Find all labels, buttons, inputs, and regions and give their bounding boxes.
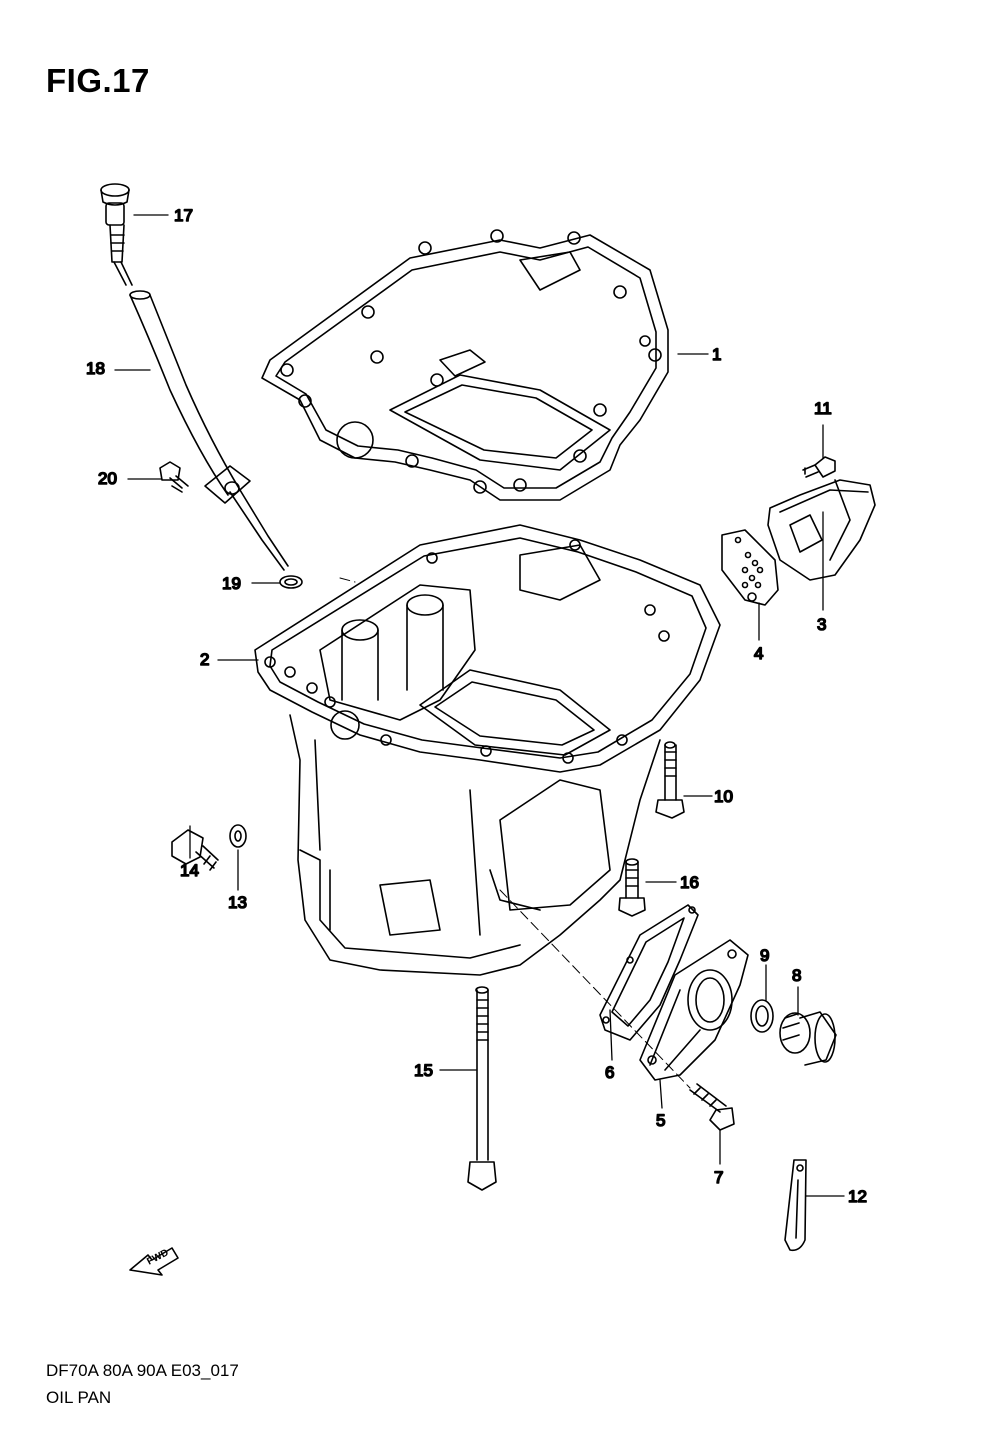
callout-13: 13	[228, 893, 247, 912]
diagram-name: OIL PAN	[46, 1388, 112, 1407]
drain-washer-part	[230, 825, 246, 847]
callout-11: 11	[814, 399, 832, 418]
oil-pan-part	[255, 525, 720, 975]
callout-1: 1	[712, 345, 721, 364]
callout-20: 20	[98, 469, 117, 488]
dipstick-tube-part	[130, 291, 288, 570]
callout-6: 6	[605, 1063, 614, 1082]
o-ring-part	[280, 576, 302, 588]
callout-17: 17	[174, 206, 193, 225]
callout-labels: 17 18 20 19 2 1 11 3 4 10 16 14 13 15 6 …	[85, 205, 868, 1207]
oil-pan-gasket-part	[262, 230, 668, 500]
cover-gasket-part	[600, 905, 698, 1040]
pan-bolt-part	[656, 742, 684, 818]
callout-7: 7	[714, 1168, 723, 1187]
callout-15: 15	[414, 1061, 433, 1080]
pan-bolt-long-part	[619, 859, 645, 916]
dipstick-handle-part	[101, 184, 132, 285]
callout-9: 9	[760, 946, 769, 965]
filler-cap-part	[780, 1012, 836, 1065]
callout-14: 14	[180, 861, 199, 880]
callout-18: 18	[86, 359, 105, 378]
diagram-code: DF70A 80A 90A E03_017	[46, 1361, 239, 1380]
oil-strainer-part	[768, 480, 875, 580]
callout-3: 3	[817, 615, 826, 634]
forward-direction-icon: FWD	[130, 1247, 178, 1275]
strainer-gasket-part	[722, 530, 778, 605]
callout-16: 16	[680, 873, 699, 892]
callout-12: 12	[848, 1187, 867, 1206]
callout-2: 2	[200, 650, 209, 669]
callout-leaders	[115, 215, 844, 1196]
long-stud-bolt-part	[468, 987, 496, 1190]
assembly-guide-lines	[340, 578, 690, 1088]
hose-clip-part	[785, 1160, 806, 1250]
cover-bolt-part	[690, 1084, 734, 1130]
filler-cover-part	[640, 940, 748, 1080]
callout-8: 8	[792, 966, 801, 985]
callout-4: 4	[754, 644, 763, 663]
bracket-bolt-part	[160, 462, 250, 503]
drain-bolt-part	[172, 830, 218, 870]
callout-19: 19	[222, 574, 241, 593]
callout-10: 10	[714, 787, 733, 806]
callout-5: 5	[656, 1111, 665, 1130]
figure-title: FIG.17	[46, 62, 150, 99]
filler-o-ring-part	[751, 1000, 773, 1032]
strainer-bolt-part	[803, 457, 835, 477]
